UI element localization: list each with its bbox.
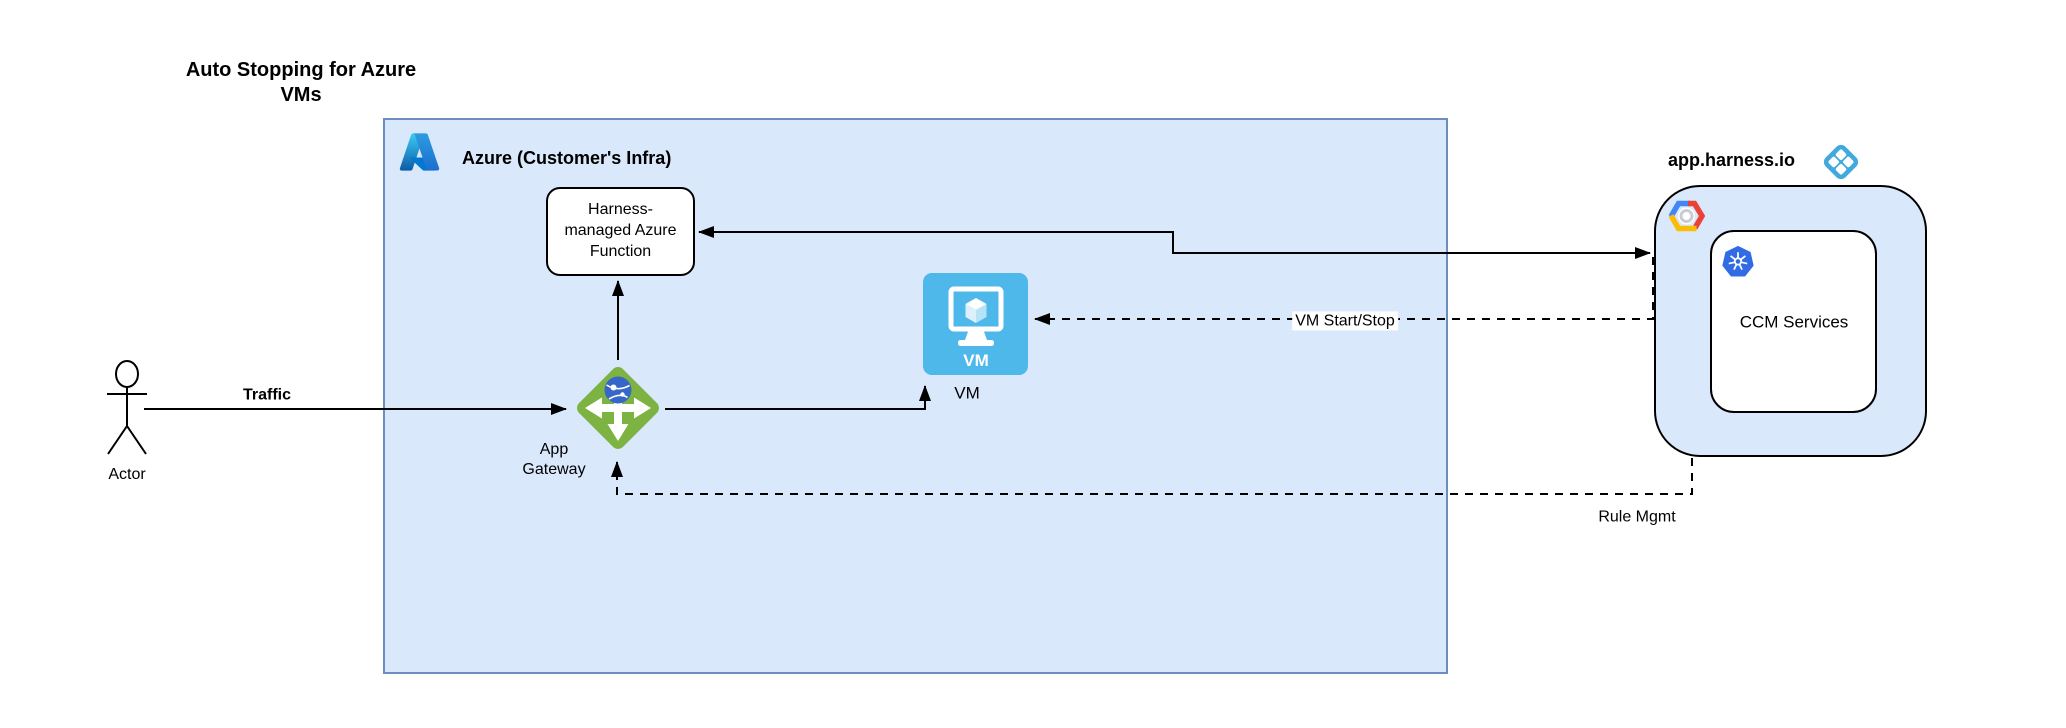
kubernetes-icon — [1722, 246, 1754, 277]
function-label-line3: Function — [589, 242, 652, 260]
gcp-logo-icon — [1668, 200, 1705, 232]
actor-stick-figure — [107, 360, 147, 455]
harness-logo-icon — [1823, 144, 1859, 180]
app-gateway-label-line2: Gateway — [522, 461, 586, 478]
app-gateway-icon — [577, 367, 659, 449]
actor-label: Actor — [108, 466, 146, 483]
app-gateway-label: App Gateway — [522, 440, 585, 480]
app-gateway-label-line1: App — [539, 441, 569, 458]
rule-mgmt-edge-label: Rule Mgmt — [1595, 507, 1679, 527]
vm-start-stop-edge-label: VM Start/Stop — [1292, 311, 1398, 331]
harness-function-node: Harness- managed Azure Function — [546, 187, 695, 276]
page-title-line2: VMs — [280, 84, 322, 106]
traffic-edge-label: Traffic — [239, 385, 295, 405]
vm-label: VM — [954, 383, 980, 403]
ccm-services-label: CCM Services — [1739, 312, 1849, 332]
function-label-line2: managed Azure — [564, 222, 677, 240]
vm-node: VM — [923, 273, 1028, 375]
vm-monitor-icon: VM — [948, 286, 1004, 370]
azure-infra-container — [383, 118, 1448, 674]
page-title-line1: Auto Stopping for Azure — [185, 59, 417, 81]
azure-logo-icon — [399, 133, 440, 171]
vm-icon-text: VM — [963, 351, 989, 370]
page-title: Auto Stopping for Azure VMs — [175, 58, 427, 108]
azure-container-label: Azure (Customer's Infra) — [462, 148, 672, 168]
function-label-line1: Harness- — [588, 201, 653, 219]
harness-section-label: app.harness.io — [1668, 150, 1796, 170]
